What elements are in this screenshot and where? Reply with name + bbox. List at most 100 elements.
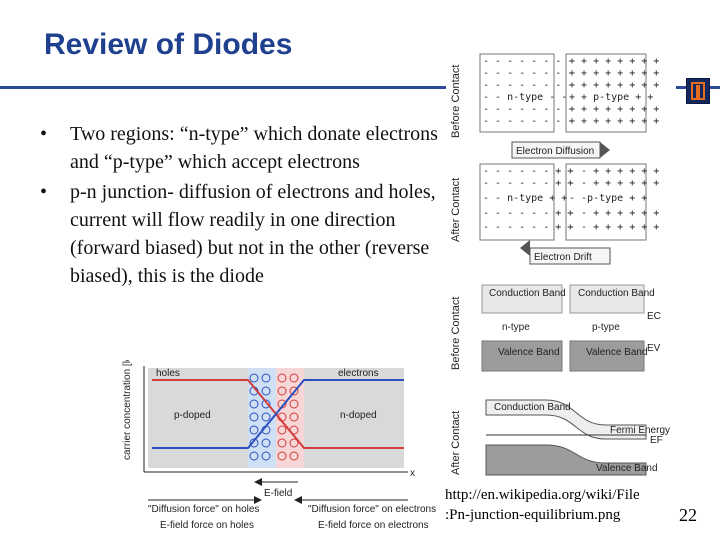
ion-icon [261,373,271,383]
ion-icon [277,425,287,435]
svg-text:Fermi Energy: Fermi Energy [610,425,670,436]
ion-icon [261,451,271,461]
bullet-item: • Two regions: “n-type” which donate ele… [40,120,440,176]
svg-text:"Diffusion force" on holes: "Diffusion force" on holes [148,504,259,515]
svg-text:- - n-type - -: - - n-type - - [483,92,567,103]
electron-drift-arrow [529,247,611,265]
ion-icon [277,438,287,448]
svg-text:- -p-type + +: - -p-type + + [569,193,647,204]
svg-text:Conduction Band: Conduction Band [578,288,655,299]
svg-text:- - + + + + + +: - - + + + + + + [569,208,659,219]
ion-icon [277,386,287,396]
svg-text:- - - - - - - -: - - - - - - - - [483,68,573,79]
svg-text:- - - - - - + +: - - - - - - + + [483,178,573,189]
bent-valence-band [485,444,647,476]
n-type-box-after [479,163,555,241]
bullet-list: • Two regions: “n-type” which donate ele… [40,120,440,292]
svg-text:Conduction Band: Conduction Band [489,288,566,299]
svg-text:n-type: n-type [502,322,530,333]
n-doped-region [304,368,404,468]
conduction-band-n [481,284,563,314]
bullet-icon: • [40,181,48,203]
bullet-text: p-n junction- diffusion of electrons and… [70,181,436,287]
p-doped-region [148,368,248,468]
junction-diagram: Before Contact - - - - - - - - - - - - -… [446,50,676,270]
ion-icon [289,451,299,461]
electrons-curve [152,379,404,449]
ion-icon [249,373,259,383]
ion-icon [261,438,271,448]
ion-icon [249,399,259,409]
after-contact-label: After Contact [450,178,462,242]
after-contact-label: After Contact [450,411,462,475]
svg-text:+ + + + + + + +: + + + + + + + + [569,56,659,67]
ion-icon [289,399,299,409]
svg-text:n-doped: n-doped [340,410,377,421]
ion-icon [261,412,271,422]
svg-text:EF: EF [650,435,663,446]
svg-text:- - - - - - + +: - - - - - - + + [483,166,573,177]
ion-icon [289,412,299,422]
svg-text:- - + + + + + +: - - + + + + + + [569,178,659,189]
svg-text:EV: EV [647,343,661,354]
ion-icon [289,373,299,383]
ion-icon [249,412,259,422]
svg-text:EC: EC [647,311,661,322]
arrow-left-icon [520,240,530,256]
svg-text:holes: holes [156,368,180,379]
svg-text:Conduction Band: Conduction Band [494,402,571,413]
p-type-box [565,53,647,133]
logo-block-i-icon [691,82,705,100]
n-type-box [479,53,555,133]
svg-text:- - - - - - - -: - - - - - - - - [483,116,573,127]
ion-icon [249,451,259,461]
ion-icon [261,399,271,409]
svg-text:+ + + + + + + +: + + + + + + + + [569,104,659,115]
valence-band-p [569,340,645,372]
before-contact-label: Before Contact [450,65,462,138]
svg-text:Electron Diffusion: Electron Diffusion [516,146,594,157]
before-contact-label: Before Contact [450,297,462,370]
carrier-concentration-figure: carrier concentration [log scale] x hole… [108,360,436,532]
svg-text:- - + + + + + +: - - + + + + + + [569,166,659,177]
ion-icon [289,386,299,396]
title-rule [0,86,720,89]
image-source-caption: http://en.wikipedia.org/wiki/File :Pn-ju… [445,485,640,525]
svg-text:"Diffusion force" on electrons: "Diffusion force" on electrons [308,504,436,515]
ion-icon [261,386,271,396]
svg-text:E-field: E-field [264,488,292,499]
caption-link-line2[interactable]: :Pn-junction-equilibrium.png [445,507,621,523]
svg-text:+ + + + + + + +: + + + + + + + + [569,68,659,79]
slide-title: Review of Diodes [44,28,293,61]
svg-text:p-type: p-type [592,322,620,333]
svg-text:+ + + + + + + +: + + + + + + + + [569,116,659,127]
ion-icon [289,438,299,448]
arrow-right-icon [600,142,610,158]
p-type-box-after [565,163,647,241]
ion-icon [277,451,287,461]
svg-text:Electron Drift: Electron Drift [534,252,592,263]
bullet-icon: • [40,123,48,145]
ion-icon [277,373,287,383]
bullet-text: Two regions: “n-type” which donate elect… [70,123,438,173]
svg-text:- - - - - - + +: - - - - - - + + [483,222,573,233]
svg-text:Valence Band: Valence Band [586,347,648,358]
svg-text:- - - - - - - -: - - - - - - - - [483,80,573,91]
arrow-left-icon [254,478,262,486]
svg-text:x: x [410,468,415,479]
ion-icon [249,425,259,435]
svg-text:+ + + + + + + +: + + + + + + + + [569,80,659,91]
svg-text:- - - - - - - -: - - - - - - - - [483,104,573,115]
svg-text:- - - - - - + +: - - - - - - + + [483,208,573,219]
band-diagram: Before Contact Conduction Band Conductio… [446,275,676,480]
page-number: 22 [679,505,697,525]
svg-text:Valence Band: Valence Band [596,463,658,474]
caption-link-line1[interactable]: http://en.wikipedia.org/wiki/File [445,487,640,503]
svg-text:E-field force on electrons: E-field force on electrons [318,520,429,531]
svg-text:p-doped: p-doped [174,410,211,421]
bent-conduction-band [485,399,647,440]
valence-band-n [481,340,563,372]
svg-text:+ + p-type + +: + + p-type + + [569,92,653,103]
svg-text:- - + + + + + +: - - + + + + + + [569,222,659,233]
bullet-item: • p-n junction- diffusion of electrons a… [40,178,440,290]
